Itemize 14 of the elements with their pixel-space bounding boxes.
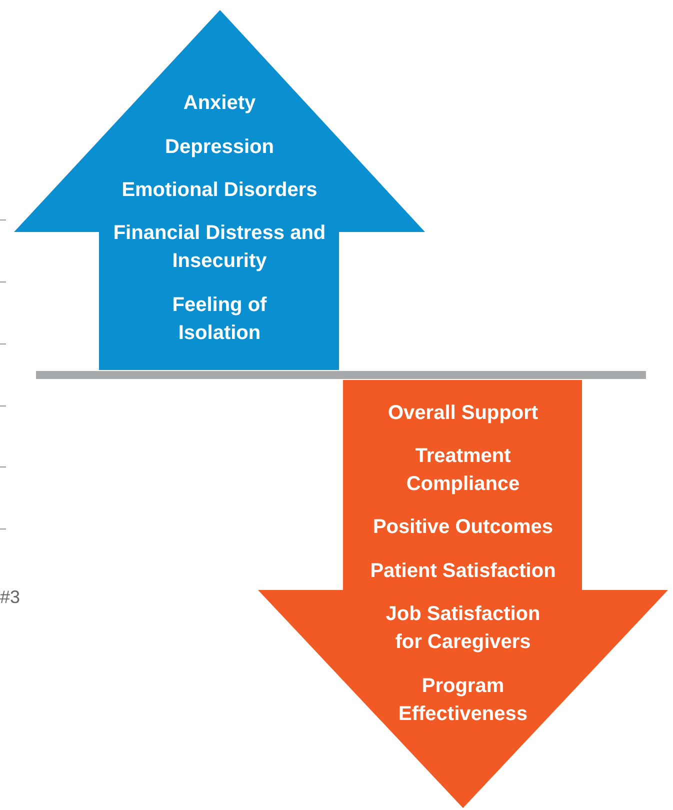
page-number: #3 [0,587,20,608]
arrow-label: Anxiety [182,91,257,116]
arrow-label: Feeling of Isolation [171,293,268,346]
arrow-label: Job Satisfaction for Caregivers [384,602,542,655]
arrow-label: Financial Distress and Insecurity [112,221,327,274]
arrow-label: Program Effectiveness [398,674,528,727]
arrow-label: Emotional Disorders [120,178,318,203]
arrow-label: Treatment Compliance [405,444,521,497]
arrow-label: Patient Satisfaction [369,559,557,584]
arrow-label: Positive Outcomes [372,515,554,540]
up-arrow [14,10,425,370]
arrow-label: Depression [164,135,275,160]
arrow-label: Overall Support [386,401,540,426]
down-arrow [258,380,668,808]
